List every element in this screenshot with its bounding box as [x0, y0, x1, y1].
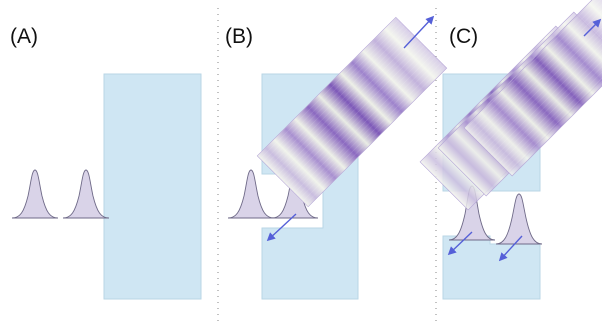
panel-a: [11, 73, 202, 300]
panel-label-a: (A): [10, 25, 38, 48]
panel-label-b: (B): [225, 25, 253, 48]
panel-b: [227, 15, 448, 300]
panel-c: [419, 0, 602, 300]
arrow-icon: [447, 231, 473, 256]
arrow-icon: [266, 213, 297, 242]
pulse-icon: [227, 169, 275, 219]
arrow-icon: [583, 18, 602, 37]
beam-icon: [256, 16, 448, 208]
arrow-icon: [403, 15, 435, 49]
block-a: [103, 73, 202, 300]
pulse-icon: [62, 169, 110, 219]
pulse-icon: [11, 169, 59, 219]
panel-label-c: (C): [449, 25, 478, 48]
arrow-icon: [498, 235, 523, 262]
pulse-icon: [495, 193, 543, 245]
